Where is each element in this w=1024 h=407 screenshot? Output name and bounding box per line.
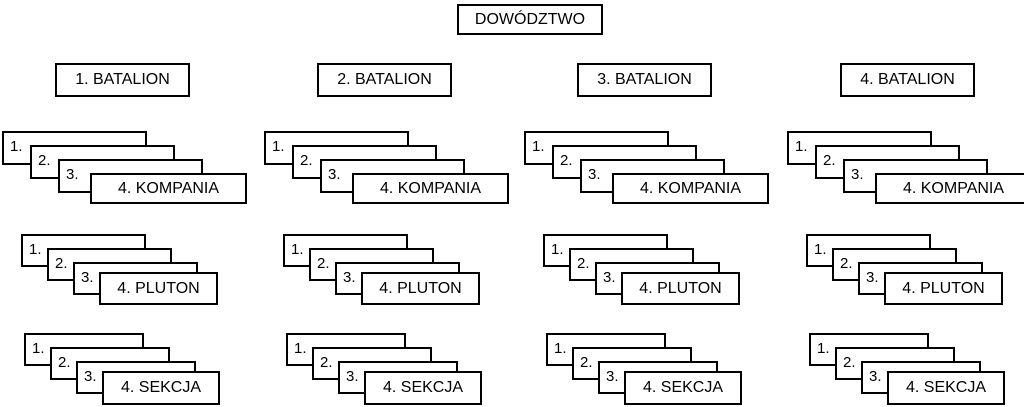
third-platoon-front-box-label: 4. PLUTON — [639, 279, 722, 297]
first-platoon-front-box-label: 4. PLUTON — [117, 279, 200, 297]
third-battalion-box-label: 3. BATALION — [597, 71, 692, 88]
first-battalion-box-label: 1. BATALION — [75, 71, 170, 88]
second-platoon-back-card-label: 2. — [317, 255, 330, 272]
command-label: DOWÓDZTWO — [474, 10, 586, 28]
third-platoon-front-box: 4. PLUTON — [621, 272, 740, 305]
first-section-back-card-label: 3. — [84, 368, 97, 385]
second-company-back-card-label: 2. — [300, 152, 313, 169]
first-company-back-card-label: 3. — [66, 166, 79, 183]
second-company-back-card-label: 3. — [328, 166, 341, 183]
third-company-back-card-label: 1. — [532, 138, 545, 155]
fourth-company-back-card-label: 3. — [851, 166, 864, 183]
first-section-back-card-label: 2. — [58, 354, 71, 371]
third-platoon-back-card-label: 1. — [551, 241, 564, 258]
fourth-company-front-box-label: 4. KOMPANIA — [902, 179, 1005, 197]
first-platoon-back-card-label: 1. — [29, 241, 42, 258]
third-company-front-box: 4. KOMPANIA — [612, 173, 769, 204]
third-battalion-box: 3. BATALION — [577, 63, 712, 97]
second-section-back-card-label: 1. — [294, 340, 307, 357]
first-company-front-box-label: 4. KOMPANIA — [117, 179, 220, 197]
third-section-back-card-label: 3. — [606, 368, 619, 385]
first-battalion-box: 1. BATALION — [55, 63, 190, 97]
second-company-back-card-label: 1. — [272, 138, 285, 155]
fourth-section-back-card-label: 1. — [817, 340, 830, 357]
first-platoon-back-card-label: 3. — [81, 269, 94, 286]
fourth-section-front-box: 4. SEKCJA — [887, 371, 1005, 405]
fourth-company-front-box: 4. KOMPANIA — [875, 173, 1024, 204]
fourth-company-back-card-label: 2. — [823, 152, 836, 169]
third-platoon-back-card-label: 3. — [603, 269, 616, 286]
third-section-back-card-label: 1. — [554, 340, 567, 357]
third-company-back-card-label: 2. — [560, 152, 573, 169]
fourth-platoon-back-card-label: 2. — [840, 255, 853, 272]
second-section-back-card-label: 3. — [346, 368, 359, 385]
second-company-front-box: 4. KOMPANIA — [352, 173, 509, 204]
third-section-front-box: 4. SEKCJA — [624, 371, 742, 405]
first-platoon-back-card-label: 2. — [55, 255, 68, 272]
second-section-front-box-label: 4. SEKCJA — [382, 379, 464, 396]
second-platoon-back-card-label: 1. — [291, 241, 304, 258]
first-section-back-card-label: 1. — [32, 340, 45, 357]
fourth-battalion-box: 4. BATALION — [840, 63, 975, 97]
fourth-platoon-front-box-label: 4. PLUTON — [902, 279, 985, 297]
first-section-front-box-label: 4. SEKCJA — [120, 379, 202, 396]
fourth-section-back-card-label: 2. — [843, 354, 856, 371]
second-battalion-box-label: 2. BATALION — [337, 71, 432, 88]
second-platoon-front-box: 4. PLUTON — [361, 272, 480, 305]
fourth-platoon-back-card-label: 1. — [814, 241, 827, 258]
first-section-front-box: 4. SEKCJA — [102, 371, 220, 405]
first-company-back-card-label: 1. — [10, 138, 23, 155]
command-box: DOWÓDZTWO — [457, 4, 603, 35]
second-platoon-front-box-label: 4. PLUTON — [379, 279, 462, 297]
second-section-back-card-label: 2. — [320, 354, 333, 371]
third-company-front-box-label: 4. KOMPANIA — [639, 179, 742, 197]
first-platoon-front-box: 4. PLUTON — [99, 272, 218, 305]
third-section-front-box-label: 4. SEKCJA — [642, 379, 724, 396]
third-platoon-back-card-label: 2. — [577, 255, 590, 272]
second-battalion-box: 2. BATALION — [317, 63, 452, 97]
third-section-back-card-label: 2. — [580, 354, 593, 371]
fourth-battalion-box-label: 4. BATALION — [860, 71, 955, 88]
second-company-front-box-label: 4. KOMPANIA — [379, 179, 482, 197]
fourth-section-back-card-label: 3. — [869, 368, 882, 385]
first-company-back-card-label: 2. — [38, 152, 51, 169]
fourth-platoon-front-box: 4. PLUTON — [884, 272, 1003, 305]
second-platoon-back-card-label: 3. — [343, 269, 356, 286]
fourth-company-back-card-label: 1. — [795, 138, 808, 155]
third-company-back-card-label: 3. — [588, 166, 601, 183]
first-company-front-box: 4. KOMPANIA — [90, 173, 247, 204]
fourth-section-front-box-label: 4. SEKCJA — [905, 379, 987, 396]
second-section-front-box: 4. SEKCJA — [364, 371, 482, 405]
fourth-platoon-back-card-label: 3. — [866, 269, 879, 286]
